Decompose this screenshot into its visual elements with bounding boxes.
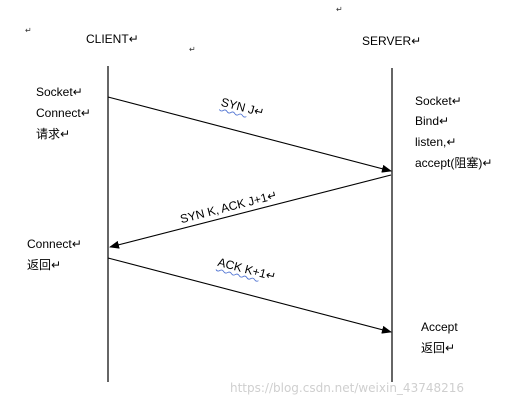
spellcheck-underline-ack xyxy=(215,269,259,282)
server-step-listen: listen,↵ xyxy=(415,135,456,149)
client-step-request: 请求↵ xyxy=(36,127,70,141)
arrow-syn xyxy=(107,96,392,173)
return-mark-top-left: ↵ xyxy=(25,26,32,35)
arrow-ack xyxy=(107,257,392,334)
message-syn-ack-label: SYN K, ACK J+1↵ xyxy=(179,188,279,226)
server-step-bind: Bind↵ xyxy=(415,114,449,128)
client-step-connect: Connect↵ xyxy=(36,106,91,120)
client-header: CLIENT↵ xyxy=(86,32,139,46)
return-mark-top-right: ↵ xyxy=(336,5,343,14)
message-ack-label: ACK K+1↵ xyxy=(216,255,277,284)
client-step-connect-return: Connect↵ xyxy=(27,237,82,251)
message-ack-label-group: ACK K+1↵ xyxy=(215,255,278,284)
message-syn-ack-label-group: SYN K, ACK J+1↵ xyxy=(179,188,279,226)
server-step-accept-blocking: accept(阻塞)↵ xyxy=(415,155,492,170)
server-step-socket: Socket↵ xyxy=(415,94,462,108)
client-step-return: 返回↵ xyxy=(27,258,61,272)
watermark-url: https://blog.csdn.net/weixin_43748216 xyxy=(230,381,464,395)
server-step-return: 返回↵ xyxy=(421,341,455,355)
server-step-accept: Accept xyxy=(421,320,458,334)
spellcheck-underline xyxy=(218,109,247,118)
server-header: SERVER↵ xyxy=(362,34,421,48)
return-mark-middle: ↵ xyxy=(189,45,196,54)
message-syn-label-group: SYN J↵ xyxy=(218,95,266,120)
client-step-socket: Socket↵ xyxy=(36,85,83,99)
arrow-syn-ack xyxy=(109,174,392,249)
